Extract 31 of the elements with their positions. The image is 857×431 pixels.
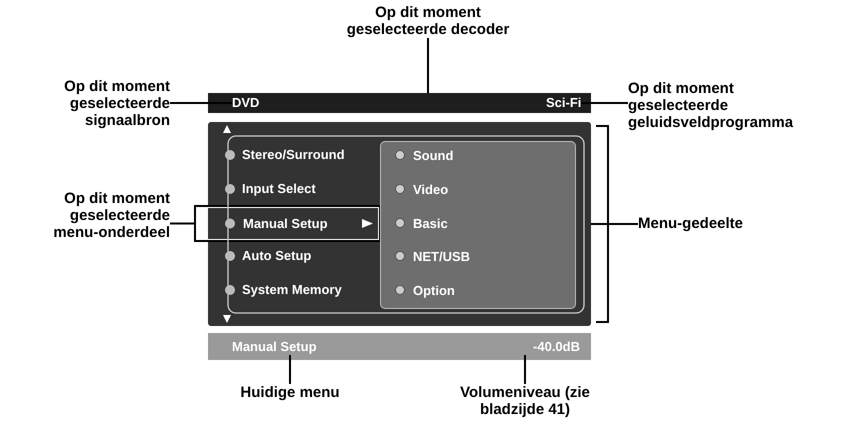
menu-item: System Memory — [242, 282, 342, 298]
callout-text: Huidige menu — [225, 384, 355, 401]
leader-line — [289, 355, 291, 384]
leader-line — [524, 355, 526, 384]
menu-item: Stereo/Surround — [242, 147, 345, 163]
leader-line — [170, 102, 232, 104]
status-text: DVD — [232, 95, 260, 111]
status-text: -40.0dB — [510, 339, 580, 355]
callout-text: Op dit moment geselecteerde decoder — [338, 4, 518, 38]
callout-text: Volumeniveau (zie bladzijde 41) — [460, 384, 590, 418]
status-text: Sci-Fi — [546, 95, 582, 111]
leader-line — [427, 38, 429, 93]
status-bar — [208, 333, 591, 360]
menu-item: NET/USB — [413, 249, 470, 265]
callout-text: Op dit moment geselecteerde signaalbron — [25, 78, 170, 129]
submenu-panel — [380, 141, 576, 309]
menu-item: Input Select — [242, 181, 316, 197]
status-bar — [208, 93, 591, 113]
callout-text: Menu-gedeelte — [638, 215, 788, 232]
selected-menu-item: Manual Setup — [196, 207, 379, 240]
leader-line — [581, 102, 628, 104]
menu-item: Video — [413, 182, 448, 198]
callout-text: Op dit moment geselecteerde geluidsveldprogramma — [628, 80, 818, 131]
status-text: Manual Setup — [232, 339, 317, 355]
leader-line — [591, 223, 638, 225]
menu-item: Auto Setup — [242, 248, 312, 264]
menu-item: Basic — [413, 216, 448, 232]
leader-line — [170, 222, 196, 224]
menu-item: Sound — [413, 148, 454, 164]
menu-item: Option — [413, 283, 455, 299]
callout-text: Op dit moment geselecteerde menu-onderdeel — [25, 190, 170, 241]
